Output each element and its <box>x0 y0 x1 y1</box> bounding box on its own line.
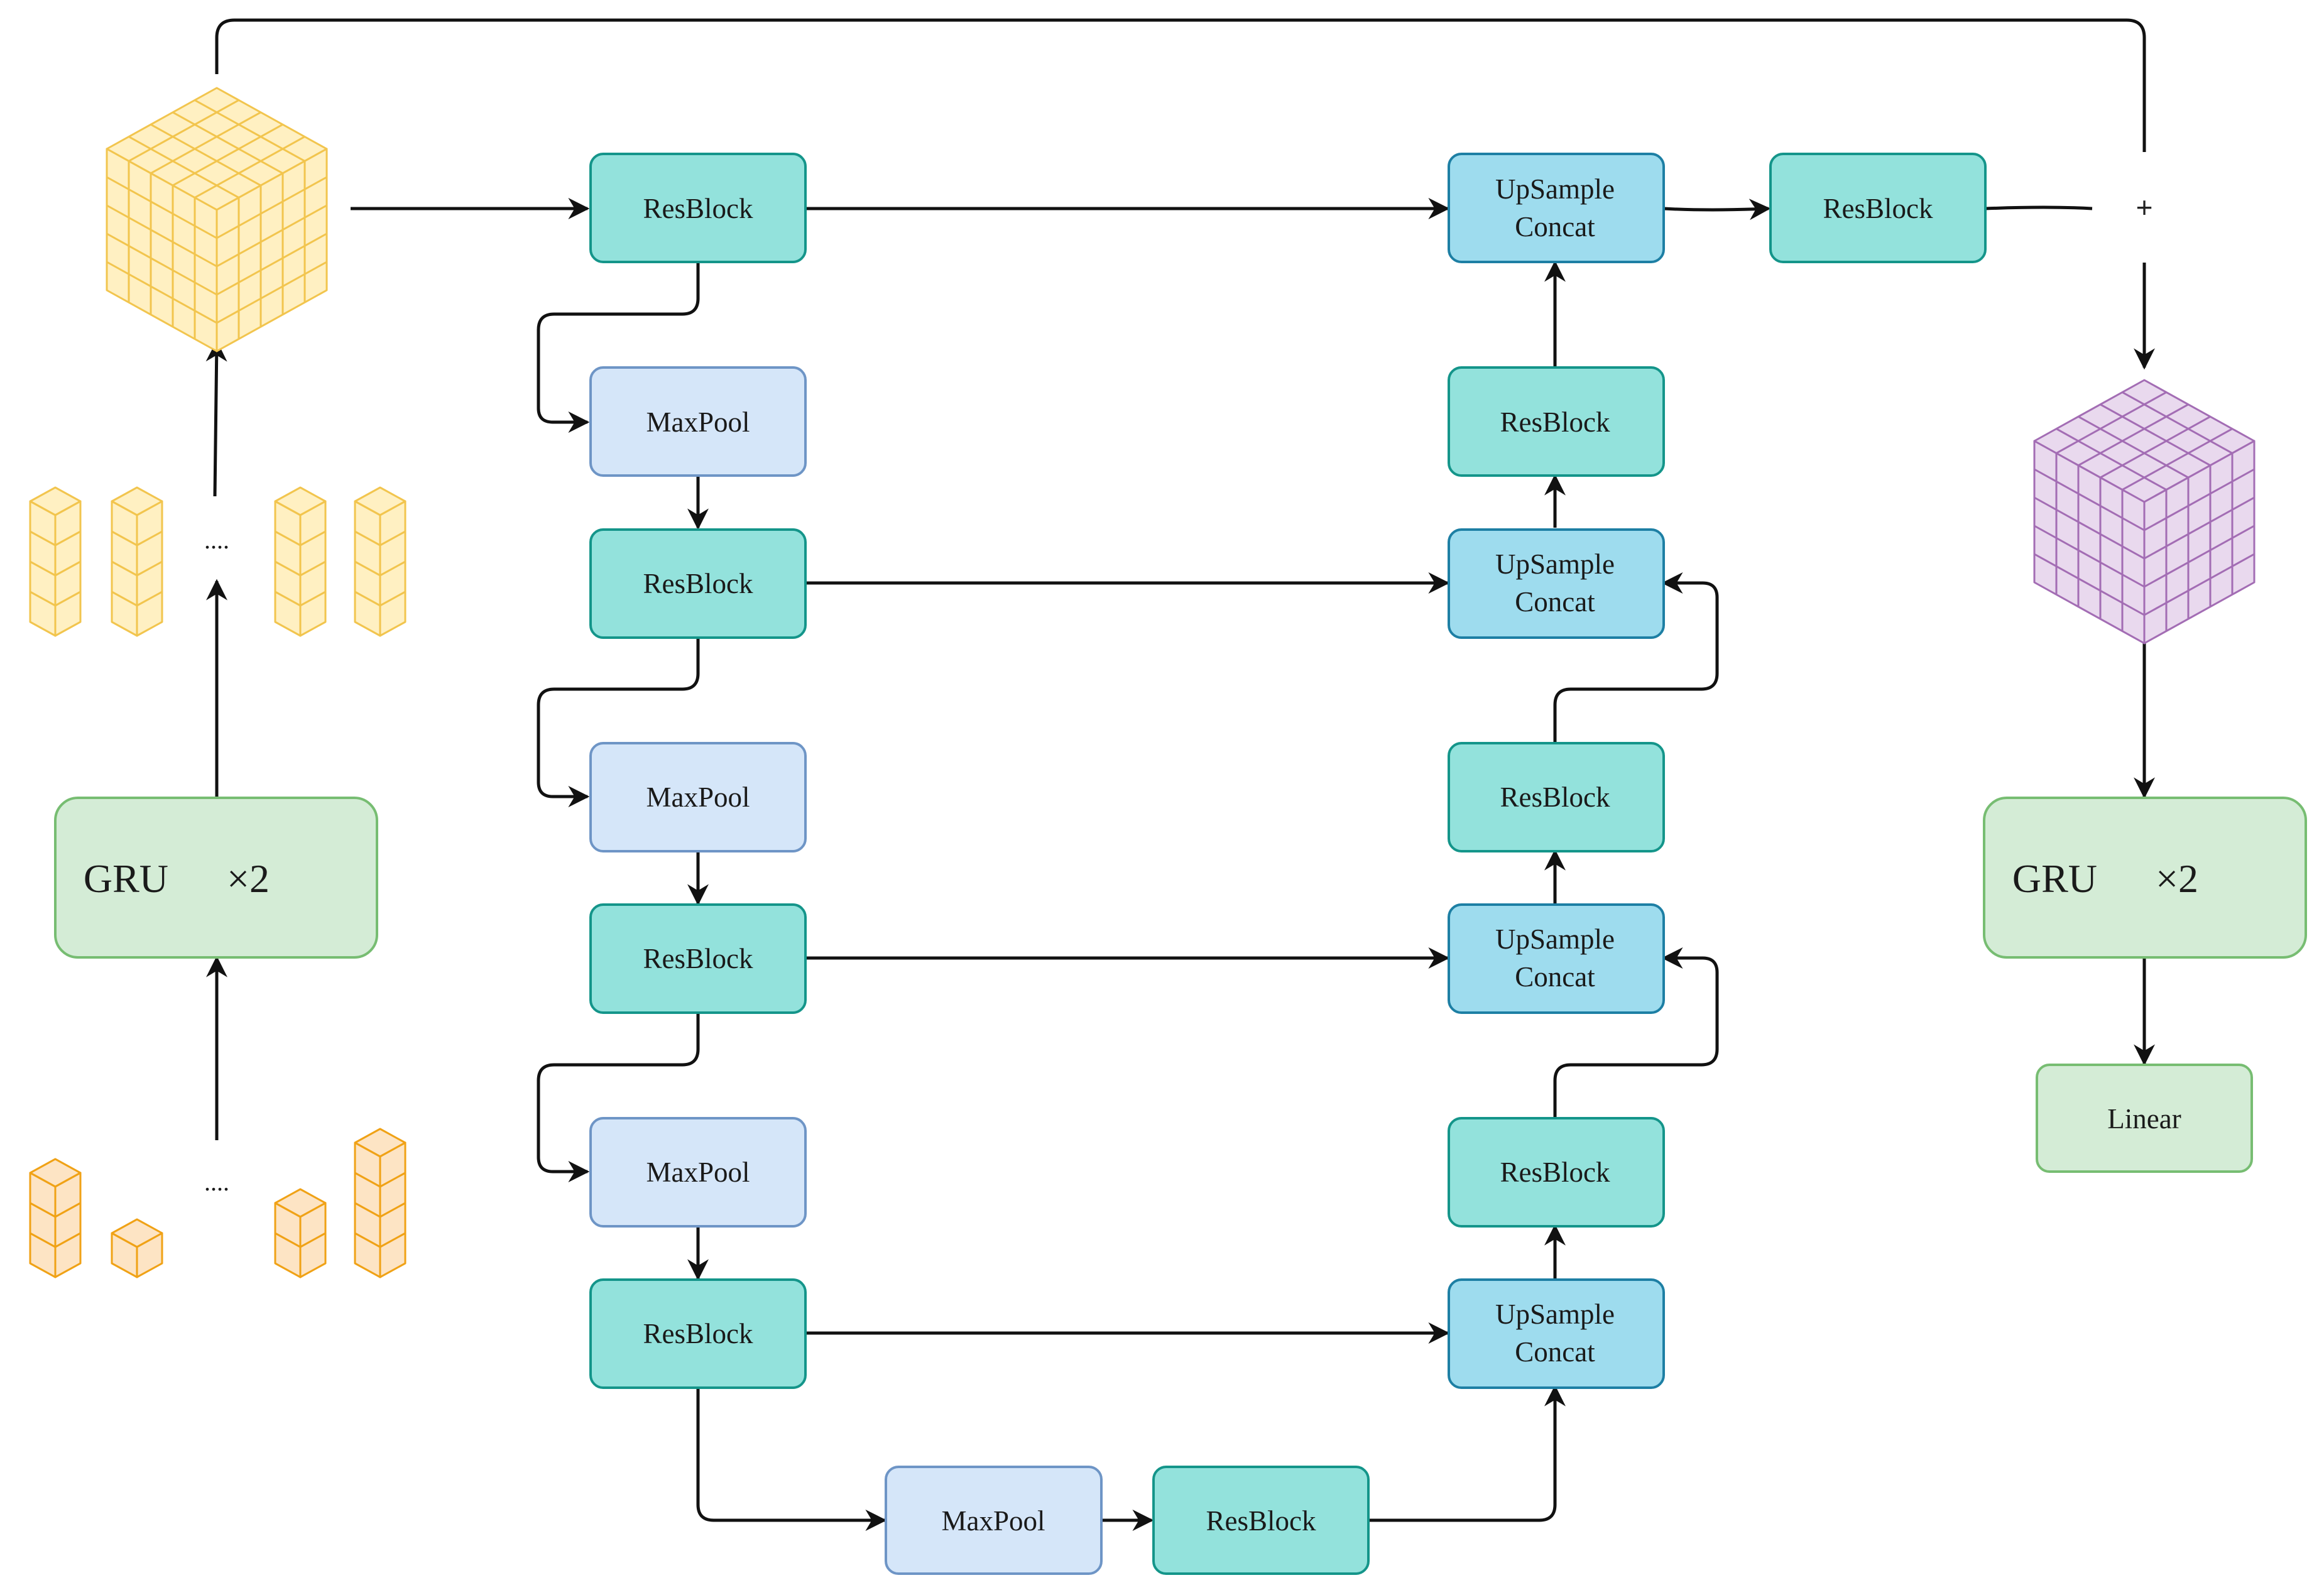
left-gru-block: GRU ×2 <box>54 797 378 959</box>
block-label-line2: Concat <box>1515 1336 1595 1368</box>
gru-label: GRU <box>2012 856 2097 901</box>
block-label-line2: Concat <box>1515 211 1595 242</box>
arrow-dres3-to-up3 <box>1553 947 1719 1118</box>
head-linear-block: Linear <box>2036 1064 2253 1173</box>
bottleneck-maxpool: MaxPool <box>885 1466 1103 1575</box>
plus-icon: + <box>2136 191 2153 224</box>
block-label-line1: UpSample <box>1495 548 1615 580</box>
upper-ellipsis: .... <box>204 526 229 554</box>
encoder-resblock-4: ResBlock <box>589 1278 807 1389</box>
decoder-resblock-3: ResBlock <box>1448 1117 1665 1228</box>
block-label: Linear <box>2107 1103 2181 1135</box>
block-label: ResBlock <box>1500 781 1610 813</box>
decoder-upsample-concat-3: UpSample Concat <box>1448 903 1665 1014</box>
arrow-bottleneck-res-to-up4 <box>1368 1385 1566 1522</box>
block-label: MaxPool <box>646 781 750 813</box>
purple-voxel-cube-icon <box>2033 379 2256 645</box>
decoder-upsample-concat-2: UpSample Concat <box>1448 528 1665 639</box>
arrow-res2-to-pool2 <box>537 638 700 807</box>
arrow-features-to-cube <box>205 340 227 497</box>
encoder-maxpool-2: MaxPool <box>589 742 807 852</box>
block-label: ResBlock <box>643 1318 753 1349</box>
arrow-res4-to-bottleneck-pool <box>696 1387 887 1531</box>
block-label: MaxPool <box>646 1157 750 1188</box>
block-label: ResBlock <box>643 568 753 599</box>
yellow-column-stack-icon <box>29 486 406 637</box>
block-label-line1: UpSample <box>1495 923 1615 955</box>
gru-label: GRU <box>84 856 168 901</box>
block-label: ResBlock <box>1206 1505 1316 1537</box>
arrow-dres2-to-up2 <box>1553 572 1719 743</box>
decoder-upsample-concat-4: UpSample Concat <box>1448 1278 1665 1389</box>
encoder-resblock-3: ResBlock <box>589 903 807 1014</box>
gru-multiplier: ×2 <box>2156 856 2198 901</box>
block-label-line1: UpSample <box>1495 1299 1615 1330</box>
head-gru-block: GRU ×2 <box>1983 797 2307 959</box>
head-resblock: ResBlock <box>1769 153 1987 263</box>
block-label: ResBlock <box>1500 406 1610 438</box>
connector-lines <box>205 18 2155 1531</box>
orange-column-stack-icon <box>29 1128 406 1278</box>
decoder-resblock-1: ResBlock <box>1448 366 1665 477</box>
encoder-maxpool-3: MaxPool <box>589 1117 807 1228</box>
global-skip-connection <box>215 18 2146 152</box>
encoder-resblock-2: ResBlock <box>589 528 807 639</box>
decoder-upsample-concat-1: UpSample Concat <box>1448 153 1665 263</box>
block-label: ResBlock <box>643 193 753 224</box>
bottleneck-resblock: ResBlock <box>1152 1466 1370 1575</box>
arrow-res1-to-pool1 <box>537 263 700 433</box>
arrow-up1-to-headres <box>1663 199 1771 221</box>
block-label: MaxPool <box>646 406 750 438</box>
block-label-line2: Concat <box>1515 961 1595 993</box>
block-label: MaxPool <box>941 1505 1045 1537</box>
yellow-voxel-cube-icon <box>106 87 328 352</box>
lower-ellipsis: .... <box>204 1168 229 1196</box>
encoder-resblock-1: ResBlock <box>589 153 807 263</box>
blocks: ResBlock MaxPool ResBlock MaxPool ResBlo… <box>54 153 2307 1575</box>
block-label: ResBlock <box>643 943 753 974</box>
block-label-line2: Concat <box>1515 586 1595 618</box>
arrow-res3-to-pool3 <box>537 1013 700 1182</box>
block-label-line1: UpSample <box>1495 173 1615 205</box>
arrow-headres-to-plus <box>1985 205 2093 210</box>
encoder-maxpool-1: MaxPool <box>589 366 807 477</box>
gru-multiplier: ×2 <box>227 856 270 901</box>
block-label: ResBlock <box>1823 193 1933 224</box>
decoder-resblock-2: ResBlock <box>1448 742 1665 852</box>
block-label: ResBlock <box>1500 1157 1610 1188</box>
